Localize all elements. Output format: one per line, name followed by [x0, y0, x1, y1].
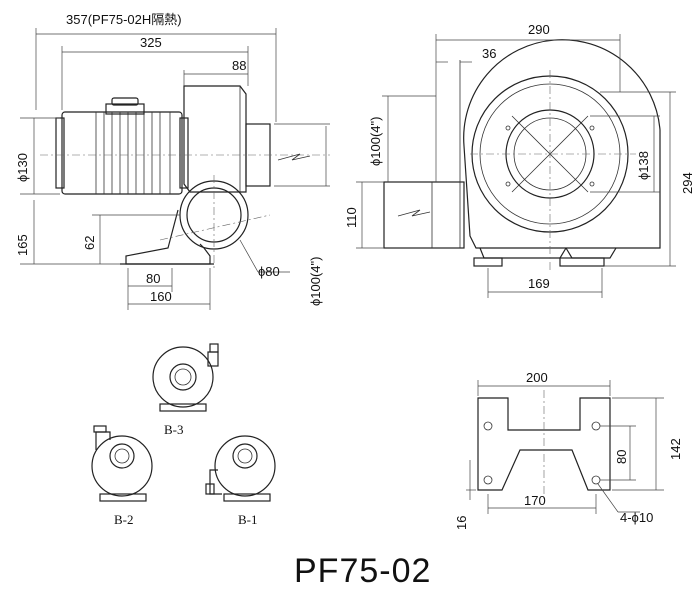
dim-base-width-label: 200 [526, 370, 548, 385]
front-dimension-lines [356, 34, 676, 298]
motor-end-cap [55, 117, 65, 189]
dim-foot-span-label: 169 [528, 276, 550, 291]
bolt-hole [589, 125, 595, 131]
motor-body [61, 111, 183, 195]
side-dimension-lines [20, 28, 330, 310]
variant-b2: B-2 [91, 425, 153, 527]
variant-b1-label: B-1 [238, 512, 258, 527]
dim-holes-label: 4-ϕ10 [620, 510, 653, 525]
dim-motor-dia-label: ϕ130 [15, 153, 30, 182]
front-base-right [565, 247, 617, 259]
variant-b3-label: B-3 [164, 422, 184, 437]
dim-hole-span-label: 170 [524, 493, 546, 508]
variant-b1: B-1 [205, 435, 276, 527]
motor-fins [95, 112, 171, 194]
dim-motor-length-label: 325 [140, 35, 162, 50]
bolt-hole [505, 181, 511, 187]
dim-overall-width-label: 290 [528, 22, 550, 37]
base-plate: 200 142 80 170 16 4-ϕ10 [454, 370, 683, 530]
variant-b3: B-3 [152, 343, 219, 437]
dim-overall-height-label: 294 [680, 172, 695, 194]
front-view: 290 36 ϕ100(4") ϕ138 294 110 169 [344, 22, 695, 298]
blower-casing [183, 85, 247, 193]
front-foot-left [473, 257, 503, 267]
base-plate-outline [477, 397, 611, 491]
mount-hole [591, 421, 601, 431]
dim-foot-outer-label: 160 [150, 289, 172, 304]
dim-inlet-dia-label: ϕ80 [258, 264, 280, 279]
variant-b2-label: B-2 [114, 512, 134, 527]
model-title: PF75-02 [294, 552, 431, 590]
outlet-duct [383, 181, 465, 249]
mount-hole [483, 421, 493, 431]
terminal-box [105, 103, 145, 115]
mount-hole [483, 475, 493, 485]
dim-casing-width-label: 88 [232, 58, 246, 73]
front-base [479, 247, 567, 259]
dim-outlet-center-label: 110 [344, 207, 359, 228]
dim-foot-inner-label: 80 [146, 271, 160, 286]
dim-base-depth-label: 142 [668, 438, 683, 460]
side-view: 357(PF75-02H隔熱) 325 88 ϕ130 165 62 80 16… [15, 12, 330, 310]
dim-base-thickness-label: 16 [454, 516, 469, 530]
dim-overall-heat-label: 357(PF75-02H隔熱) [66, 12, 182, 27]
bolt-hole [589, 181, 595, 187]
scroll-casing [463, 39, 661, 249]
dim-base-inner-depth-label: 80 [614, 450, 629, 464]
bolt-hole [505, 125, 511, 131]
front-foot-right [559, 257, 605, 267]
mount-hole [591, 475, 601, 485]
base-dimension-lines [466, 380, 664, 514]
dim-center-height-label: 165 [15, 234, 30, 256]
flow-arrow-icon [277, 153, 311, 161]
dim-outlet-dia-label: ϕ100(4") [368, 117, 383, 166]
terminal-cap [111, 97, 139, 106]
dim-outlet-dia-label: ϕ100(4") [308, 257, 323, 306]
outlet-flow-arrow-icon [397, 209, 431, 217]
dim-outlet-offset-label: 36 [482, 46, 496, 61]
dim-outlet-height-label: 62 [82, 236, 97, 250]
dim-inner-dia-label: ϕ138 [636, 151, 651, 180]
